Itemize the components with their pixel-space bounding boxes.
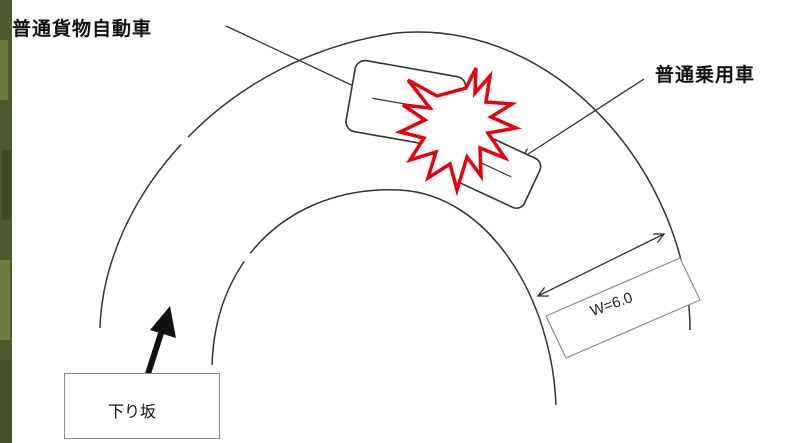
truck-leader-line bbox=[225, 25, 362, 90]
collision-burst-icon bbox=[394, 67, 522, 197]
direction-arrow-icon bbox=[143, 306, 176, 383]
vegetation-left-edge bbox=[0, 0, 12, 443]
car-leader-line bbox=[522, 78, 645, 158]
road-width-arrow bbox=[538, 234, 664, 296]
width-label-box bbox=[545, 257, 701, 359]
slope-label: 下り坂 bbox=[108, 402, 157, 421]
outer-road-edge bbox=[99, 31, 691, 331]
car-label: 普通乗用車 bbox=[655, 64, 756, 86]
inner-road-edge bbox=[211, 189, 557, 406]
truck-label: 普通貨物自動車 bbox=[12, 18, 153, 40]
slope-label-box bbox=[64, 373, 220, 439]
